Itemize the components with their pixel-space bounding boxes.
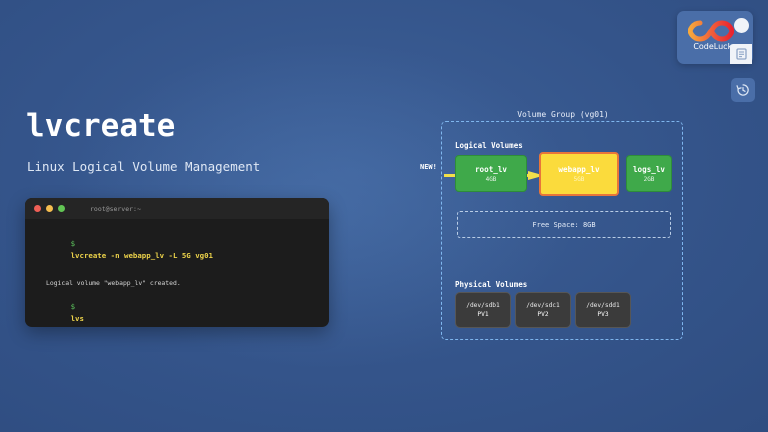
- terminal-titlebar: root@server:~: [25, 198, 329, 219]
- volume-group-container: [441, 121, 683, 340]
- physical-volume-index: PV3: [597, 311, 609, 318]
- infinity-icon: [688, 20, 734, 42]
- logical-volume-box-highlighted[interactable]: webapp_lv 5GB: [539, 152, 619, 196]
- terminal-title: root@server:~: [90, 204, 141, 213]
- terminal-command-line: $ lvcreate -n webapp_lv -L 5G vg01: [35, 226, 319, 274]
- logical-volume-box[interactable]: root_lv 4GB: [455, 155, 527, 192]
- logical-volume-box[interactable]: logs_lv 2GB: [626, 155, 672, 192]
- free-space-box: Free Space: 8GB: [457, 211, 671, 238]
- terminal-command: lvcreate -n webapp_lv -L 5G vg01: [70, 250, 213, 260]
- physical-volume-box[interactable]: /dev/sdb1 PV1: [455, 292, 511, 328]
- prompt-symbol: $: [70, 301, 76, 311]
- history-button[interactable]: [731, 78, 755, 102]
- page-title: lvcreate: [26, 108, 176, 144]
- prompt-symbol: $: [70, 238, 76, 248]
- logical-volume-size: 2GB: [643, 175, 655, 183]
- document-icon[interactable]: [730, 44, 752, 64]
- logical-volume-size: 5GB: [573, 176, 585, 183]
- maximize-dot-icon[interactable]: [58, 205, 65, 212]
- logical-volume-name: logs_lv: [632, 164, 665, 174]
- terminal-body[interactable]: $ lvcreate -n webapp_lv -L 5G vg01 Logic…: [25, 219, 329, 327]
- terminal-command: lvs: [70, 313, 84, 323]
- logical-volume-size: 4GB: [485, 175, 497, 183]
- minimize-dot-icon[interactable]: [46, 205, 53, 212]
- new-badge: NEW!: [420, 163, 437, 171]
- physical-volume-device: /dev/sdd1: [586, 302, 620, 309]
- physical-volume-device: /dev/sdc1: [526, 302, 560, 309]
- physical-volume-index: PV1: [477, 311, 489, 318]
- physical-volume-device: /dev/sdb1: [466, 302, 500, 309]
- history-clock-icon: [736, 84, 749, 96]
- physical-volume-box[interactable]: /dev/sdc1 PV2: [515, 292, 571, 328]
- page-subtitle: Linux Logical Volume Management: [27, 159, 261, 174]
- document-glyph: [735, 48, 747, 60]
- logical-volume-name: root_lv: [474, 164, 507, 174]
- terminal-command-line: $ lvs: [35, 289, 319, 327]
- close-dot-icon[interactable]: [34, 205, 41, 212]
- physical-volume-box[interactable]: /dev/sdd1 PV3: [575, 292, 631, 328]
- physical-volume-index: PV2: [537, 311, 549, 318]
- circle-icon[interactable]: [734, 18, 749, 33]
- logical-volume-name: webapp_lv: [558, 165, 600, 174]
- free-space-label: Free Space: 8GB: [532, 220, 596, 229]
- volume-group-label: Volume Group (vg01): [517, 110, 609, 119]
- physical-volumes-label: Physical Volumes: [455, 280, 528, 289]
- terminal-window: root@server:~ $ lvcreate -n webapp_lv -L…: [25, 198, 329, 327]
- terminal-output: Logical volume "webapp_lv" created.: [46, 278, 181, 287]
- logical-volumes-label: Logical Volumes: [455, 141, 523, 150]
- brand-name: CodeLucky: [693, 42, 737, 51]
